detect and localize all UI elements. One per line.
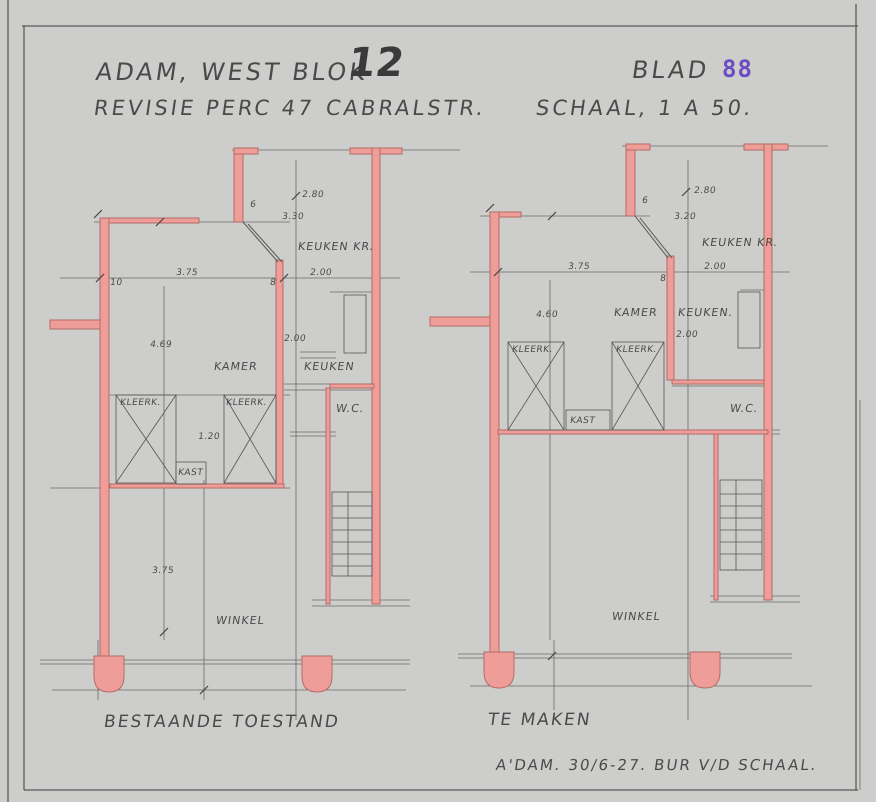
- left-dim-375b: 3.75: [151, 566, 175, 576]
- street-name: CABRALSTR.: [324, 96, 488, 120]
- signature-line: A'DAM. 30/6-27. BUR V/D SCHAAL.: [494, 756, 819, 774]
- right-dim-200: 2.00: [703, 262, 727, 272]
- title-line-1: ADAM, WEST BLOK: [94, 58, 370, 86]
- right-kleerkast-a: KLEERK.: [511, 345, 554, 355]
- right-caption: TE MAKEN: [486, 710, 593, 730]
- left-dim-200: 2.00: [309, 268, 333, 278]
- right-room-kamer: KAMER: [613, 306, 659, 319]
- left-dim-469: 4.69: [149, 340, 173, 350]
- left-dim-280: 2.80: [301, 190, 325, 200]
- right-kast-label: KAST: [569, 416, 596, 426]
- right-room-wc: W.C.: [729, 402, 760, 415]
- right-room-keuken: KEUKEN.: [677, 306, 735, 319]
- left-dim-200b: 2.00: [283, 334, 307, 344]
- scale-label: SCHAAL, 1 A 50.: [534, 96, 756, 120]
- title-line-2-left: REVISIE PERC 47: [92, 96, 317, 120]
- left-caption: BESTAANDE TOESTAND: [102, 712, 342, 732]
- block-number: 12: [344, 40, 407, 86]
- right-dim-320: 3.20: [673, 212, 697, 222]
- right-dim-200b: 2.00: [675, 330, 699, 340]
- right-dim-375: 3.75: [567, 262, 591, 272]
- sheet-label: BLAD: [630, 56, 712, 84]
- sheet-border: [7, 0, 858, 802]
- left-room-kamer: KAMER: [213, 360, 259, 373]
- sheet-number-stamp: 88: [722, 55, 753, 83]
- left-room-wc: W.C.: [335, 402, 366, 415]
- left-kleerkast-b: KLEERK.: [225, 398, 268, 408]
- right-plan: [429, 143, 861, 790]
- right-dim-460: 4.60: [535, 310, 559, 320]
- left-room-keuken: KEUKEN: [303, 360, 356, 373]
- left-dim-10: 10: [109, 278, 124, 288]
- right-room-keuken-kr: KEUKEN KR.: [701, 236, 779, 249]
- left-dim-120: 1.20: [197, 432, 221, 442]
- left-plan: [40, 147, 460, 720]
- right-dim-280: 2.80: [693, 186, 717, 196]
- left-room-keuken-kr: KEUKEN KR.: [297, 240, 375, 253]
- left-room-winkel: WINKEL: [215, 614, 266, 627]
- left-dim-330: 3.30: [281, 212, 305, 222]
- left-kleerkast-a: KLEERK.: [119, 398, 162, 408]
- left-kast-label: KAST: [177, 468, 204, 478]
- left-dim-375: 3.75: [175, 268, 199, 278]
- right-kleerkast-b: KLEERK.: [615, 345, 658, 355]
- right-room-winkel: WINKEL: [611, 610, 662, 623]
